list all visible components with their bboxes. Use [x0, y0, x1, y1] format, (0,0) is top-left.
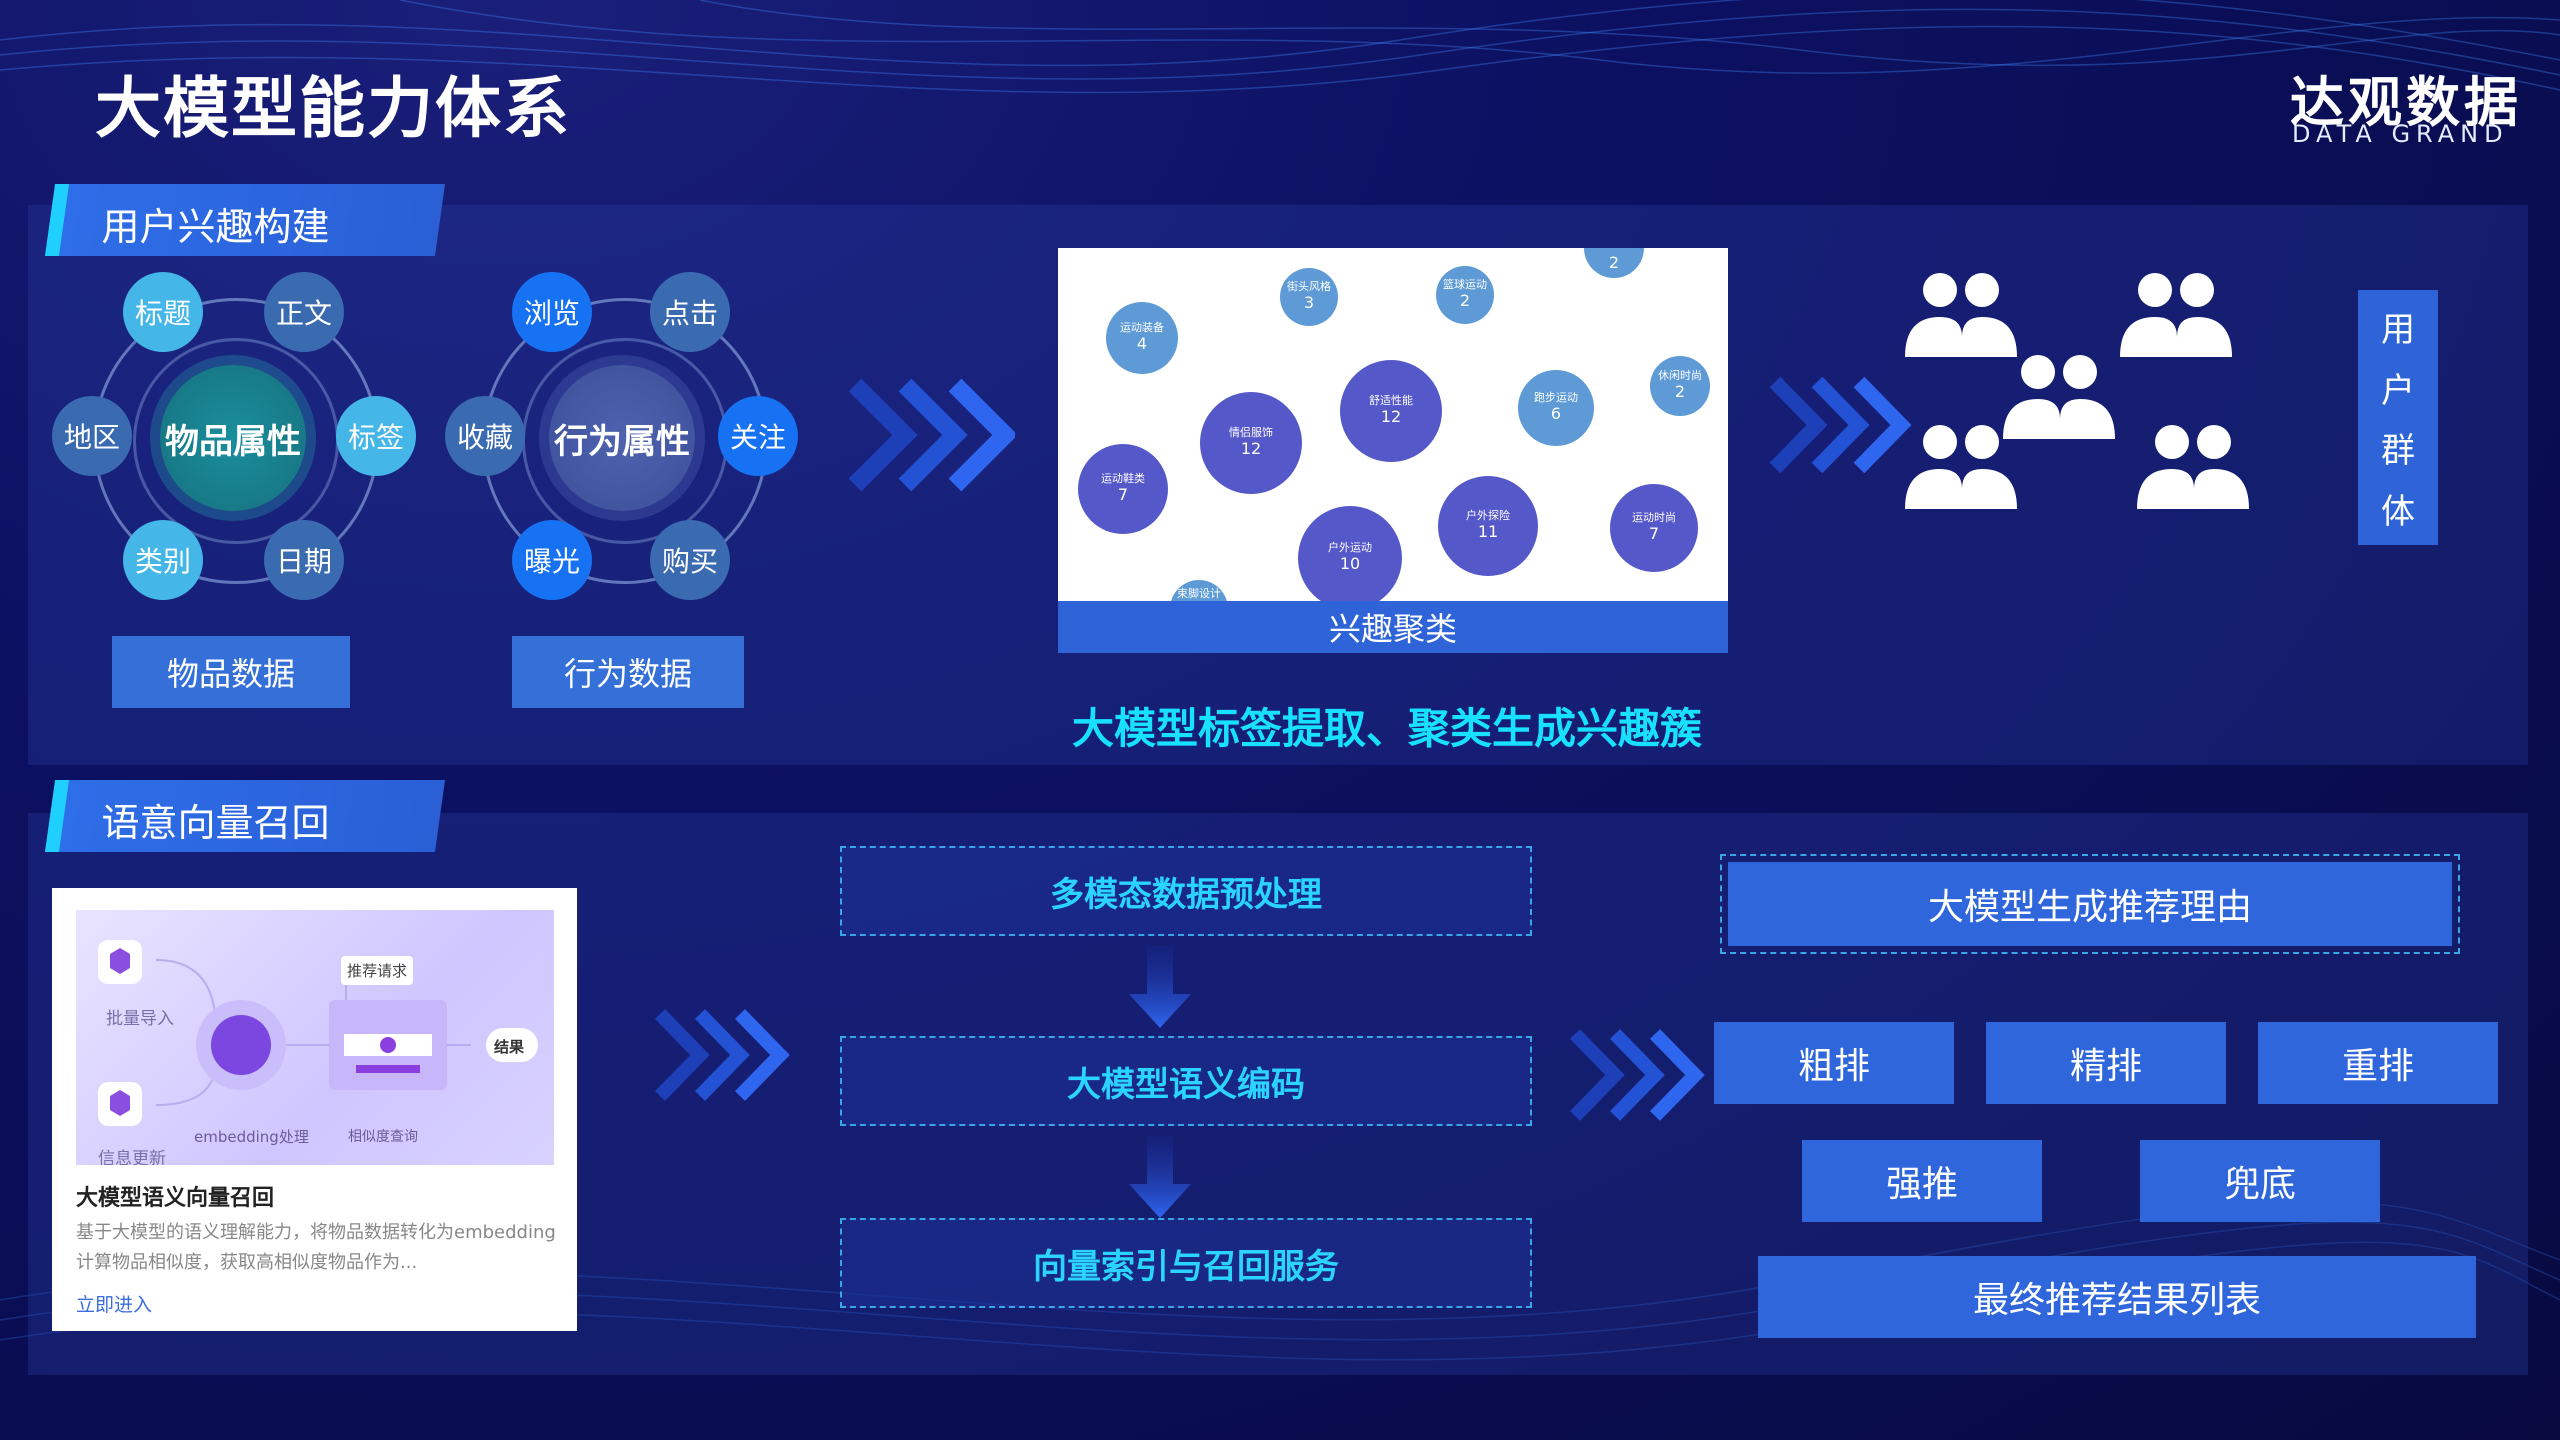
card-illustration: 批量导入 信息更新 embedding处理 推荐请求 相似度查询 结果 — [76, 910, 554, 1165]
node-browse: 浏览 — [512, 272, 592, 352]
stage-force-push: 强推 — [1802, 1140, 2042, 1222]
update-label: 信息更新 — [98, 1149, 166, 1165]
section-tag-interest: 用户兴趣构建 — [44, 184, 446, 256]
node-region: 地区 — [52, 396, 132, 476]
node-tag: 标签 — [336, 396, 416, 476]
pipeline-step-encode: 大模型语义编码 — [840, 1036, 1532, 1126]
result-label: 结果 — [494, 1038, 525, 1056]
chevron-right-icon — [848, 378, 1015, 492]
final-result-list: 最终推荐结果列表 — [1758, 1256, 2476, 1338]
interest-caption: 大模型标签提取、聚类生成兴趣簇 — [1072, 704, 1703, 753]
node-purchase: 购买 — [650, 520, 730, 600]
center-node: 行为属性 — [549, 365, 695, 511]
cluster-footer: 兴趣聚类 — [1058, 601, 1728, 653]
logo-subtext: DATA GRAND — [2292, 120, 2509, 148]
section-label: 语意向量召回 — [101, 801, 330, 845]
chevron-right-icon — [1569, 1029, 1705, 1121]
stage-fine-rank: 精排 — [1986, 1022, 2226, 1104]
card-description: 基于大模型的语义理解能力，将物品数据转化为embedding计算物品相似度，获取… — [76, 1222, 556, 1273]
behavior-data-label: 行为数据 — [512, 636, 744, 708]
cluster-bubble: 2 — [1584, 248, 1644, 278]
stage-fallback: 兜底 — [2140, 1140, 2380, 1222]
page-title: 大模型能力体系 — [95, 70, 571, 147]
import-label: 批量导入 — [106, 1009, 174, 1029]
arrow-down-icon — [1129, 946, 1191, 1028]
reason-generation-box: 大模型生成推荐理由 — [1720, 854, 2460, 954]
request-label: 推荐请求 — [341, 956, 414, 985]
embedding-label: embedding处理 — [194, 1128, 309, 1146]
stage-coarse-rank: 粗排 — [1714, 1022, 1954, 1104]
node-title: 标题 — [123, 272, 203, 352]
item-data-label: 物品数据 — [112, 636, 350, 708]
node-click: 点击 — [650, 272, 730, 352]
logo-text: 达观数据 — [2290, 71, 2522, 134]
arrow-down-icon — [1129, 1136, 1191, 1218]
stage-rerank: 重排 — [2258, 1022, 2498, 1104]
center-node: 物品属性 — [160, 365, 306, 511]
vector-recall-card[interactable]: 批量导入 信息更新 embedding处理 推荐请求 相似度查询 结果 大模型语… — [52, 888, 577, 1331]
user-group-icon — [1905, 273, 2249, 509]
node-body: 正文 — [264, 272, 344, 352]
node-exposure: 曝光 — [512, 520, 592, 600]
user-group-label: 用 户 群 体 — [2358, 290, 2438, 545]
node-category: 类别 — [123, 520, 203, 600]
card-title: 大模型语义向量召回 — [76, 1186, 275, 1211]
section-label: 用户兴趣构建 — [101, 205, 330, 249]
section-tag-recall: 语意向量召回 — [44, 780, 446, 852]
pipeline-step-recall: 向量索引与召回服务 — [840, 1218, 1532, 1308]
pipeline-step-preprocess: 多模态数据预处理 — [840, 846, 1532, 936]
node-favorite: 收藏 — [445, 396, 525, 476]
node-date: 日期 — [264, 520, 344, 600]
chevron-right-icon — [654, 1009, 790, 1101]
chevron-right-icon — [1769, 376, 1912, 474]
node-follow: 关注 — [718, 396, 798, 476]
card-enter-link[interactable]: 立即进入 — [76, 1294, 153, 1316]
similarity-label: 相似度查询 — [348, 1129, 418, 1145]
